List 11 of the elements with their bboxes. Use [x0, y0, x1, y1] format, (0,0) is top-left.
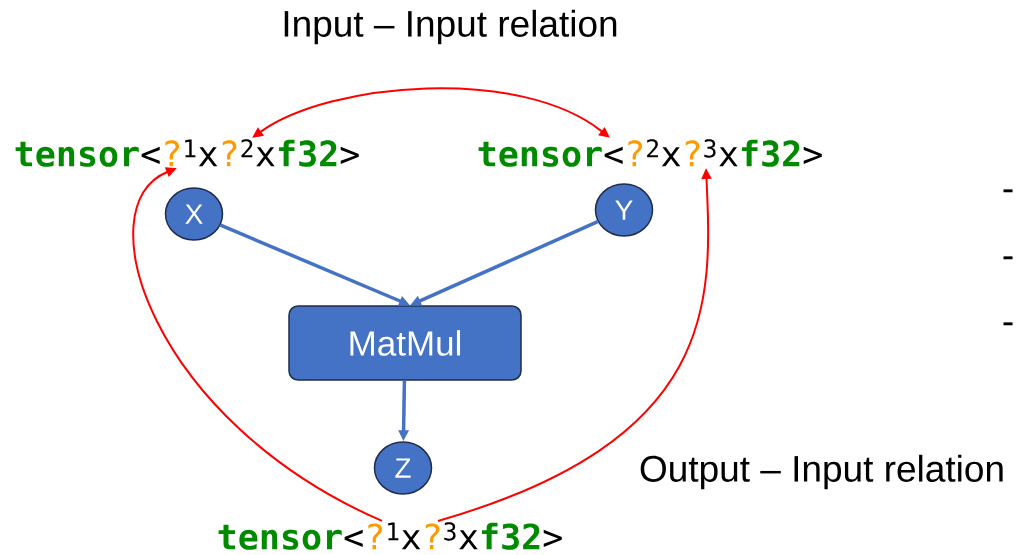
curved-arrow — [132, 167, 383, 522]
curved-arrow — [252, 87, 610, 138]
relation-label: Input – Input relation — [284, 9, 617, 45]
bullet-dash: - — [1003, 189, 1013, 193]
tensor-type-text: tensor<?$^{1}$x?$^{3}$xf32> — [218, 522, 562, 550]
tensor-type-text: tensor<?$^{2}$x?$^{3}$xf32> — [478, 139, 822, 167]
relation-label: Output – Input relation — [640, 454, 1003, 490]
bullet-dash: - — [1003, 256, 1013, 260]
bullet-dash: - — [1003, 322, 1013, 326]
tensor-type-text: tensor<?$^{1}$x?$^{2}$xf32> — [15, 139, 359, 167]
operation-box: MatMul — [288, 305, 522, 381]
